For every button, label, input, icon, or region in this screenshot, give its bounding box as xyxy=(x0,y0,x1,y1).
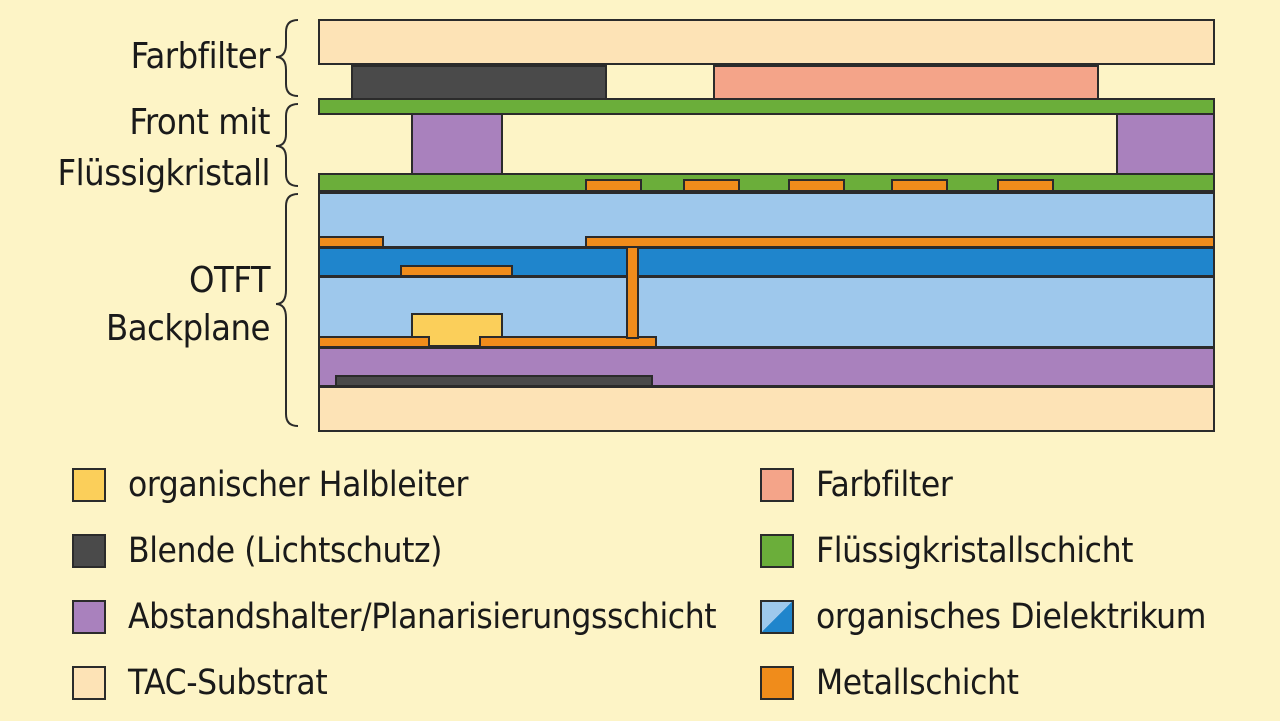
electrode-5 xyxy=(997,179,1054,192)
bracket-otft xyxy=(275,193,299,427)
swatch-metal-layer xyxy=(760,666,794,700)
label-color-filter: Farbfilter xyxy=(130,36,271,77)
legend-label: Flüssigkristallschicht xyxy=(816,531,1134,571)
legend-item-light-shield: Blende (Lichtschutz) xyxy=(72,526,442,576)
legend-item-organic-dielectric: organisches Dielektrikum xyxy=(760,592,1206,642)
bottom-tac-substrate xyxy=(318,386,1215,432)
electrode-2 xyxy=(683,179,740,192)
via xyxy=(626,246,639,339)
legend-label: Blende (Lichtschutz) xyxy=(128,531,443,571)
metal-strip-right xyxy=(585,236,1215,248)
black-matrix xyxy=(351,65,607,100)
legend-label: organischer Halbleiter xyxy=(128,465,469,505)
legend-label: organisches Dielektrikum xyxy=(816,597,1207,637)
light-shield xyxy=(335,375,653,387)
electrode-1 xyxy=(585,179,642,192)
legend-item-color-filter: Farbfilter xyxy=(760,460,953,510)
legend-item-spacer: Abstandshalter/Planarisierungsschicht xyxy=(72,592,717,642)
swatch-spacer xyxy=(72,600,106,634)
electrode-4 xyxy=(891,179,948,192)
metal-strip-left xyxy=(318,236,384,248)
legend-label: Farbfilter xyxy=(816,465,953,505)
legend-label: Metallschicht xyxy=(816,663,1019,703)
swatch-liquid-crystal xyxy=(760,534,794,568)
color-filter-block xyxy=(713,65,1099,100)
legend-item-liquid-crystal: Flüssigkristallschicht xyxy=(760,526,1133,576)
electrode-3 xyxy=(788,179,845,192)
bracket-front xyxy=(275,103,299,187)
legend-label: Abstandshalter/Planarisierungsschicht xyxy=(128,597,717,637)
legend-item-tac-substrate: TAC-Substrat xyxy=(72,658,328,708)
liquid-crystal-bottom-layer xyxy=(318,173,1215,192)
layer-stack-diagram xyxy=(275,19,1215,432)
swatch-tac-substrate xyxy=(72,666,106,700)
legend-item-organic-semiconductor: organischer Halbleiter xyxy=(72,460,468,510)
top-tac-substrate xyxy=(318,19,1215,65)
legend-item-metal-layer: Metallschicht xyxy=(760,658,1019,708)
label-otft-line1: OTFT xyxy=(188,260,271,301)
label-otft-line2: Backplane xyxy=(105,308,271,349)
liquid-crystal-top-layer xyxy=(318,98,1215,115)
gate-electrode xyxy=(400,265,513,277)
spacer-left xyxy=(411,113,503,175)
label-front-line1: Front mit xyxy=(129,102,270,143)
swatch-organic-dielectric xyxy=(760,600,794,634)
swatch-color-filter xyxy=(760,468,794,502)
swatch-light-shield xyxy=(72,534,106,568)
swatch-organic-semiconductor xyxy=(72,468,106,502)
source-electrode xyxy=(318,336,430,348)
spacer-right xyxy=(1116,113,1215,175)
legend: organischer Halbleiter Blende (Lichtschu… xyxy=(0,458,1280,718)
label-front-line2: Flüssigkristall xyxy=(57,153,271,194)
bracket-color-filter xyxy=(275,19,299,97)
legend-label: TAC-Substrat xyxy=(128,663,328,703)
